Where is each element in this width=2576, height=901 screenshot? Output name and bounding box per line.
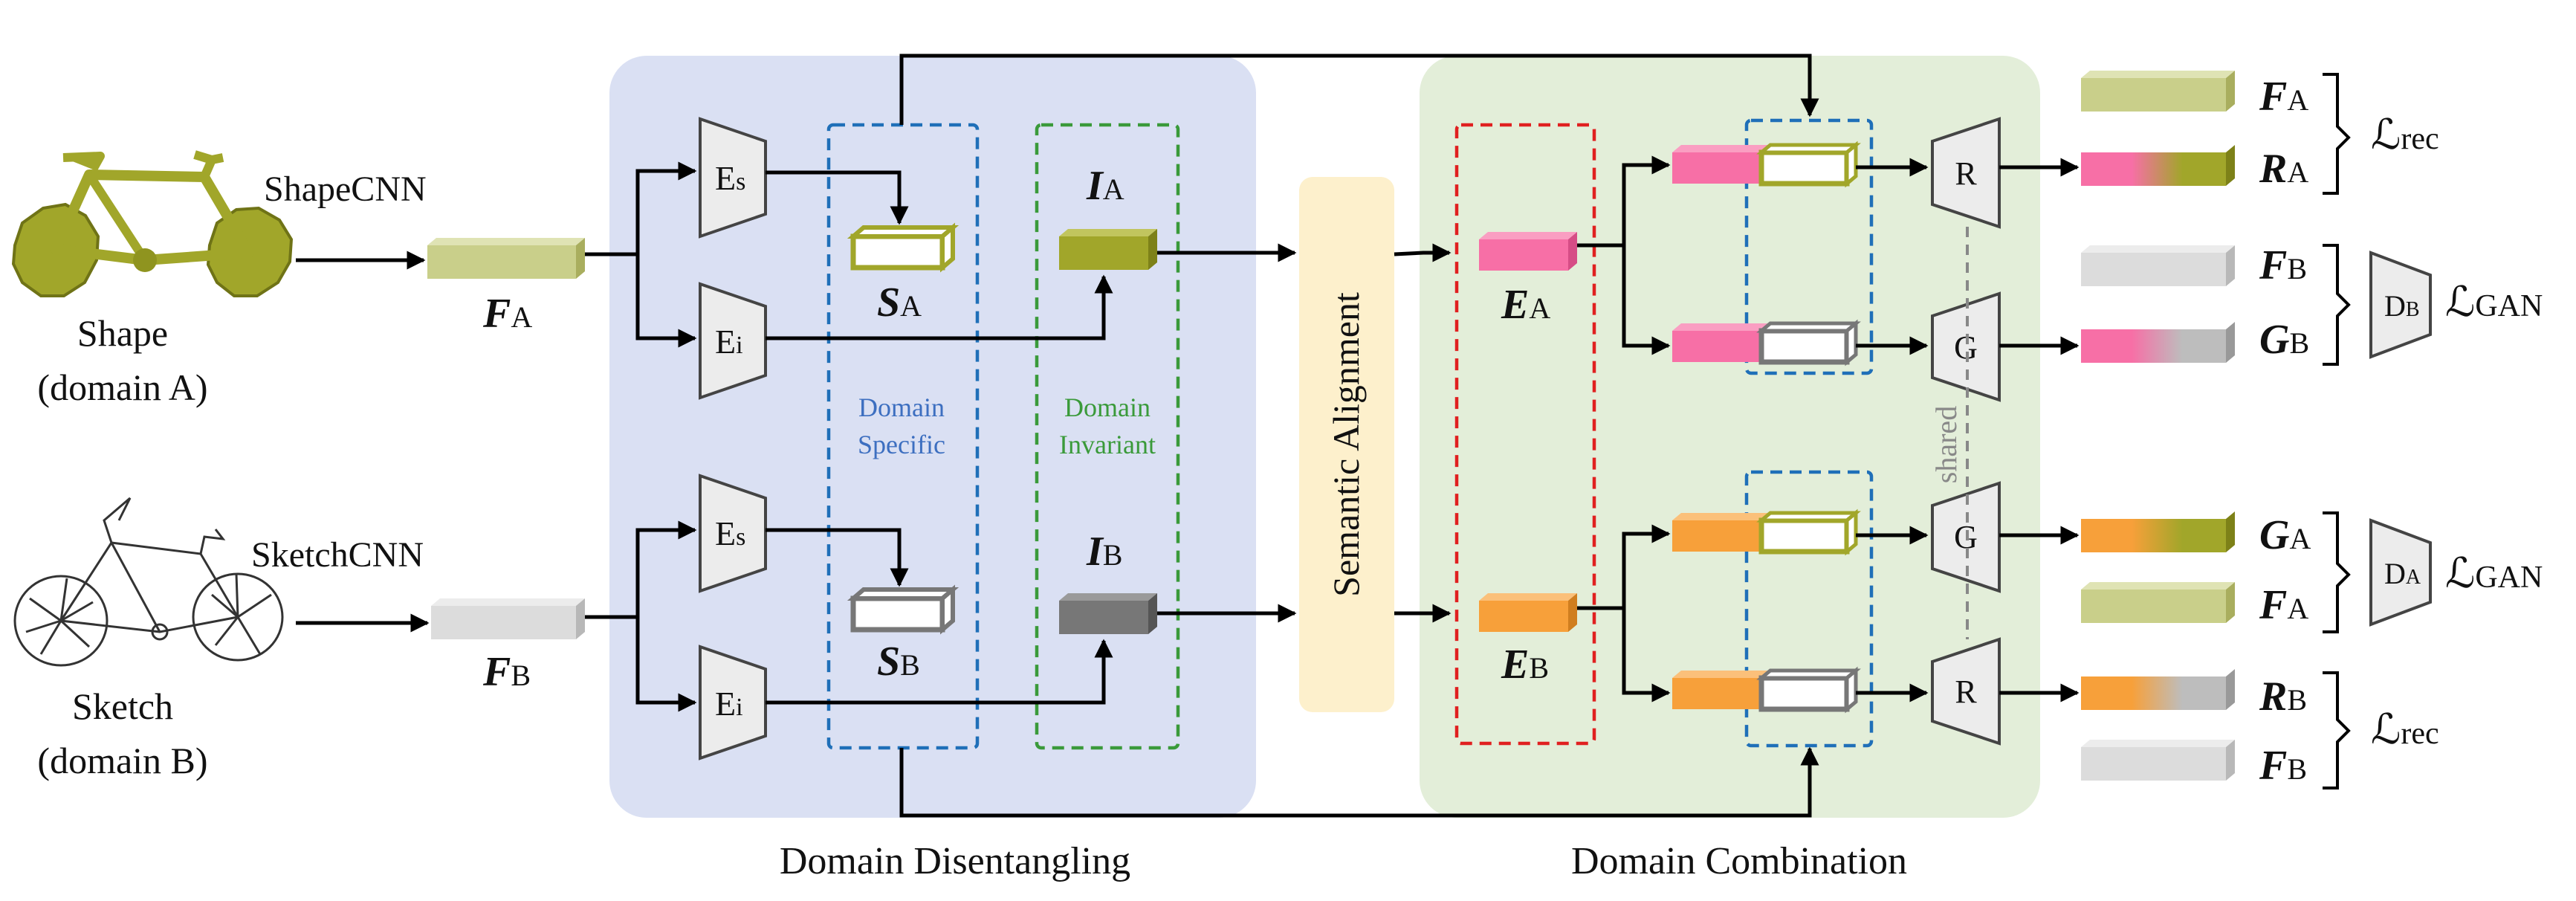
encoder-ei-top: Ei (699, 282, 767, 400)
out-label-ra: RA (2259, 146, 2308, 192)
bracket-rec-top (2323, 73, 2351, 195)
svg-text:DA: DA (2384, 557, 2421, 590)
combination-red-group (1454, 123, 1596, 746)
wire-es-to-sb (766, 528, 909, 587)
shape-bicycle-icon (11, 150, 294, 297)
feature-bar-fa (427, 238, 585, 279)
shape-caption-line1: Shape (77, 312, 168, 354)
wire-ea-to-lower (1622, 245, 1671, 355)
domain-invariant-label-1: Domain (1064, 393, 1151, 422)
svg-text:R: R (1955, 155, 1977, 192)
sketch-caption-line1: Sketch (72, 685, 173, 727)
concat-ea-sa (1672, 141, 1861, 188)
discriminator-da: DA (2369, 518, 2432, 627)
decoder-r-top: R (1931, 117, 2001, 229)
discriminator-db: DB (2369, 251, 2432, 359)
out-label-fa-top: FA (2259, 74, 2308, 120)
sketch-bicycle-icon (13, 497, 284, 667)
wire-fb-to-ei (635, 617, 697, 712)
feature-bar-fb (431, 598, 585, 639)
label-fb: FB (482, 649, 531, 695)
encoder-es-bottom: Es (699, 474, 767, 593)
label-sb: SB (877, 639, 920, 685)
out-label-ga: GA (2259, 512, 2311, 558)
wire-es-to-sa (766, 170, 909, 225)
domain-specific-label-2: Specific (858, 430, 945, 459)
bracket-gan-top (2323, 244, 2351, 366)
wire-eb-to-lower (1622, 608, 1671, 703)
encoder-es-top: Es (699, 117, 767, 239)
wire-fa-split (585, 161, 697, 256)
svg-text:Ei: Ei (715, 323, 743, 361)
domain-invariant-label-2: Invariant (1059, 430, 1156, 459)
out-label-gb: GB (2259, 317, 2309, 363)
domain-invariant-group (1035, 123, 1180, 750)
output-bar-rb (2081, 669, 2235, 710)
code-ia-box (1059, 229, 1157, 270)
decoder-r-bottom: R (1931, 637, 2001, 746)
domain-specific-label-1: Domain (858, 393, 945, 422)
label-sa: SA (877, 280, 922, 326)
output-bar-fb-bottom (2081, 740, 2235, 781)
output-bar-fb-top (2081, 245, 2235, 286)
code-ib-box (1059, 593, 1157, 634)
shape-caption-line2: (domain A) (37, 366, 207, 408)
wire-ea-split (1577, 155, 1671, 248)
caption-disentangling: Domain Disentangling (780, 840, 1130, 882)
wire-fb-split (585, 520, 697, 619)
label-ia: IA (1086, 163, 1124, 209)
loss-rec-top: ℒrec (2371, 112, 2439, 158)
out-label-fa-bottom: FA (2259, 582, 2308, 628)
wire-ei-to-ib (766, 639, 1113, 705)
caption-combination: Domain Combination (1571, 840, 1907, 882)
shared-label: shared (1929, 406, 1963, 483)
wire-sa-bypass-top (899, 54, 1819, 125)
label-ib: IB (1086, 529, 1122, 575)
svg-text:R: R (1955, 674, 1977, 710)
wire-sb-bypass-bottom (899, 746, 1819, 818)
shape-net-label: ShapeCNN (264, 169, 427, 209)
concat-ea-sb (1672, 319, 1861, 366)
loss-gan-bottom: ℒGAN (2445, 551, 2543, 597)
svg-text:Es: Es (715, 514, 745, 552)
code-ea-box (1479, 232, 1577, 271)
code-sb-box (847, 584, 959, 635)
output-bar-ra (2081, 145, 2235, 186)
out-label-fb-bottom: FB (2259, 743, 2307, 789)
svg-text:DB: DB (2384, 289, 2420, 323)
semantic-alignment-box (1299, 177, 1394, 712)
code-sa-box (847, 222, 959, 273)
wire-ei-to-ia (766, 274, 1113, 340)
decoder-g-top: G (1931, 291, 2001, 402)
out-label-fb-top: FB (2259, 242, 2307, 288)
wire-alignment-to-ea (1394, 243, 1452, 262)
out-label-rb: RB (2259, 674, 2307, 720)
svg-text:Es: Es (715, 159, 745, 197)
semantic-alignment-label: Semantic Alignment (1325, 292, 1367, 597)
label-eb: EB (1501, 642, 1549, 688)
sketch-net-label: SketchCNN (251, 535, 424, 575)
code-eb-box (1479, 593, 1577, 632)
combination-blue-group-top (1744, 118, 1874, 375)
loss-gan-top: ℒGAN (2445, 280, 2543, 326)
wire-eb-split (1577, 524, 1671, 610)
svg-text:Ei: Ei (715, 685, 743, 723)
concat-eb-sb (1672, 666, 1861, 714)
encoder-ei-bottom: Ei (699, 645, 767, 760)
label-ea: EA (1501, 282, 1550, 328)
loss-rec-bottom: ℒrec (2371, 707, 2439, 753)
sketch-caption-line2: (domain B) (37, 740, 207, 781)
concat-eb-sa (1672, 508, 1861, 556)
combination-blue-group-bottom (1744, 470, 1874, 748)
output-bar-fa-bottom (2081, 582, 2235, 623)
output-bar-fa-top (2081, 71, 2235, 112)
wire-fa-to-ei (635, 254, 697, 348)
bracket-gan-bottom (2323, 511, 2351, 633)
label-fa: FA (482, 291, 532, 337)
output-bar-ga (2081, 511, 2235, 552)
output-bar-gb (2081, 322, 2235, 363)
bracket-rec-bottom (2323, 671, 2351, 789)
